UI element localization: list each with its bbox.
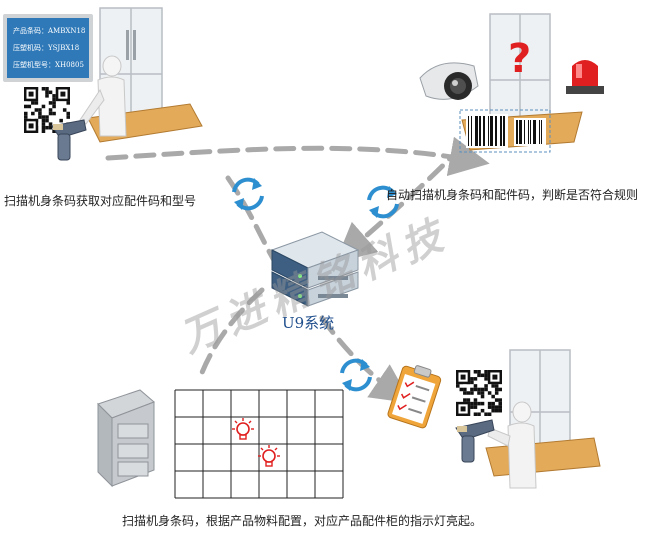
caption-top-left: 扫描机身条码获取对应配件码和型号: [4, 194, 197, 208]
info-display-screen: 产品条码：AMBXN18 压塑机码：YSJBX18 压塑机型号：XH0805: [3, 14, 93, 82]
barcode-scanner-icon: [455, 419, 495, 463]
qr-code-icon: [24, 87, 70, 133]
caption-top-right: 自动扫描机身条码和配件码，判断是否符合规则: [386, 188, 639, 202]
scan-frame: [459, 109, 551, 153]
scene-top-left: [24, 7, 203, 161]
arrow-left-low: [197, 287, 265, 381]
arrow-top: [105, 136, 490, 177]
clipboard-checklist-icon: [387, 365, 442, 429]
system-label: U9系统: [282, 314, 335, 332]
scene-bottom-right: [387, 349, 601, 489]
filing-cabinet-icon: [97, 389, 155, 488]
cycle-icon: [367, 185, 399, 219]
question-mark-icon: ?: [508, 36, 531, 82]
alarm-light-icon: [566, 60, 604, 94]
barcode-icon: [466, 114, 508, 148]
caption-bottom: 扫描机身条码，根据产品物料配置，对应产品配件柜的指示灯亮起。: [122, 514, 483, 528]
server-icon: [270, 231, 360, 307]
arrow-right-down: [334, 143, 465, 264]
screen-line-compressor-model: 压塑机型号：XH0805: [13, 61, 84, 69]
worker-icon: [487, 401, 537, 489]
worker-icon: [79, 55, 127, 137]
qr-code-icon: [456, 370, 502, 416]
cycle-icon: [340, 358, 372, 392]
security-camera-icon: [419, 62, 479, 100]
cycle-icon: [232, 177, 264, 211]
barcode-scanner-icon: [51, 119, 87, 161]
screen-line-product-code: 产品条码：AMBXN18: [13, 27, 86, 35]
lightbulb-icon: [258, 445, 280, 467]
indicator-grid: [174, 389, 344, 499]
barcode-icon: [514, 118, 546, 146]
scene-top-right: ?: [419, 13, 604, 153]
lightbulb-icon: [232, 418, 254, 440]
screen-line-compressor-code: 压塑机码：YSJBX18: [13, 44, 80, 52]
